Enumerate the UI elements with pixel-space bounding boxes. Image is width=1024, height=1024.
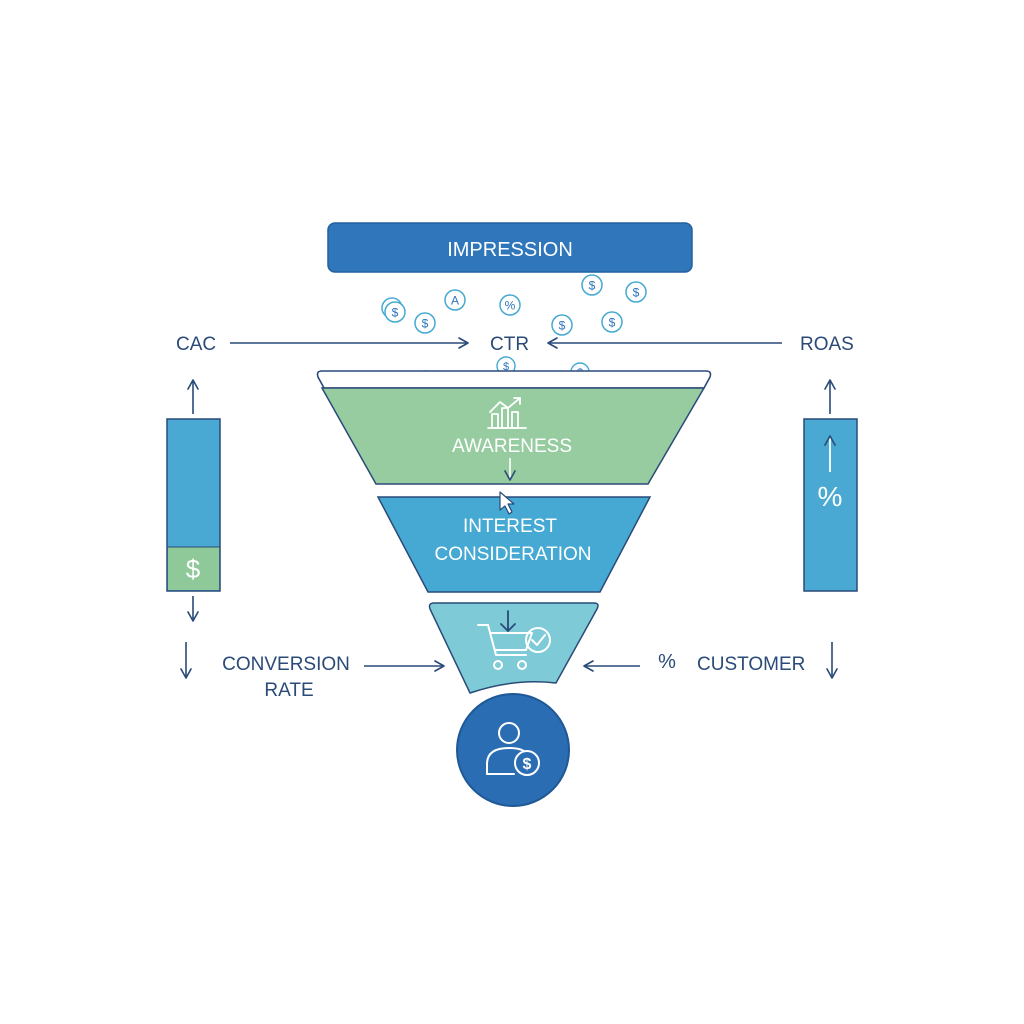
impression-banner: IMPRESSION [327,222,693,273]
particle-coin-icon: $ [414,312,436,334]
particle-coin-icon: $ [625,281,647,303]
dollar-coin-icon: $ [514,750,540,776]
left-bar-dollar-sign: $ [186,554,201,584]
funnel-rim [316,370,712,389]
customer-label: CUSTOMER [697,654,805,675]
customer-node: $ [456,693,570,807]
particle-coin-icon: $ [551,314,573,336]
cursor-icon [499,491,515,515]
particle-coin-icon: % [499,294,521,316]
customer-percent-mark: % [658,651,676,673]
svg-text:$: $ [609,316,616,330]
ctr-label: CTR [490,334,529,355]
funnel-stage-awareness: AWARENESS [320,387,706,485]
left-cost-bar: $ [166,379,221,622]
check-circle-icon [525,627,551,653]
svg-text:$: $ [503,361,509,373]
svg-text:$: $ [589,279,596,293]
roas-label: ROAS [800,334,854,355]
svg-text:$: $ [392,306,399,320]
growth-chart-icon [487,397,527,429]
svg-text:$: $ [523,756,532,773]
particle-coin-icon: A [444,289,466,311]
interest-label: INTEREST [463,516,557,537]
right-roas-bar: % [803,379,858,592]
download-arrow-icon [500,610,516,632]
particle-coin-icon: $ [601,311,623,333]
particle-coin-icon: $ [581,274,603,296]
particle-coin-icon: $ [384,301,406,323]
right-bar-percent-sign: % [818,481,843,512]
conversion-label-line2: RATE [264,680,313,701]
cac-label: CAC [176,334,216,355]
consideration-label: CONSIDERATION [435,544,592,565]
funnel-stage-purchase [428,602,599,694]
awareness-label: AWARENESS [452,436,572,457]
svg-text:%: % [505,299,516,313]
shopping-cart-icon [477,624,533,670]
funnel-stage-interest: INTEREST CONSIDERATION [376,491,652,593]
svg-text:$: $ [422,317,429,331]
conversion-label-line1: CONVERSION [222,654,350,675]
svg-text:A: A [451,294,459,308]
impression-label: IMPRESSION [447,239,573,261]
svg-text:$: $ [633,286,640,300]
svg-text:$: $ [559,319,566,333]
user-icon [486,722,529,775]
